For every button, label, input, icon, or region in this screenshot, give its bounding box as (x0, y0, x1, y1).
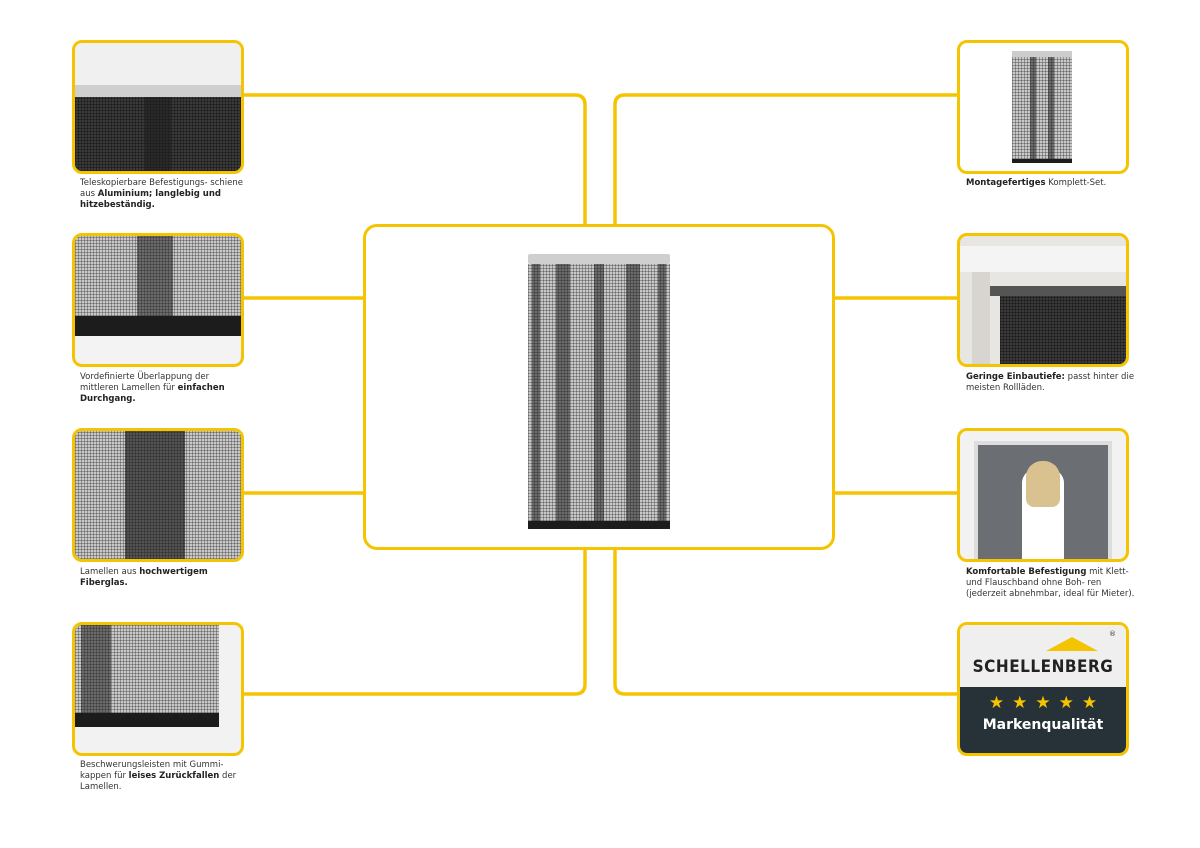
photo-aluminium-rail (72, 40, 244, 174)
caption-complete-set: Montagefertiges Komplett-Set. (966, 178, 1107, 188)
brand-logo: SCHELLENBERG (972, 657, 1114, 677)
connector-left-1 (242, 93, 587, 226)
schellenberg-quality-badge: ® SCHELLENBERG ★★★★★ Markenqualität (957, 622, 1129, 756)
insect-screen-door (528, 254, 670, 529)
star-rating-icons: ★★★★★ (988, 693, 1106, 713)
caption-fiberglass: Lamellen aus hochwertigem Fiberglas. (80, 567, 208, 588)
photo-overlap (72, 233, 244, 367)
connector-right-4 (613, 548, 957, 696)
registered-mark: ® (1109, 630, 1116, 638)
photo-complete-set (957, 40, 1129, 174)
photo-weight-bar (72, 622, 244, 756)
photo-woman-mounting (957, 428, 1129, 562)
connector-right-1 (613, 93, 957, 226)
caption-overlap: Vordefinierte Überlappung der mittleren … (80, 372, 225, 404)
product-main-image (363, 224, 835, 550)
caption-aluminium-rail: Teleskopierbare Befestigungs- schiene au… (80, 178, 244, 210)
photo-installation-depth (957, 233, 1129, 367)
caption-comfortable-mounting: Komfortable Befestigung mit Klett- und F… (966, 567, 1135, 599)
quality-label: Markenqualität (982, 717, 1104, 733)
caption-weight-bar: Beschwerungsleisten mit Gummi- kappen fü… (80, 760, 237, 792)
photo-fiberglass (72, 428, 244, 562)
connector-left-4 (242, 548, 587, 696)
roof-logo-icon (1046, 637, 1098, 651)
caption-installation-depth: Geringe Einbautiefe: passt hinter die me… (966, 372, 1135, 393)
